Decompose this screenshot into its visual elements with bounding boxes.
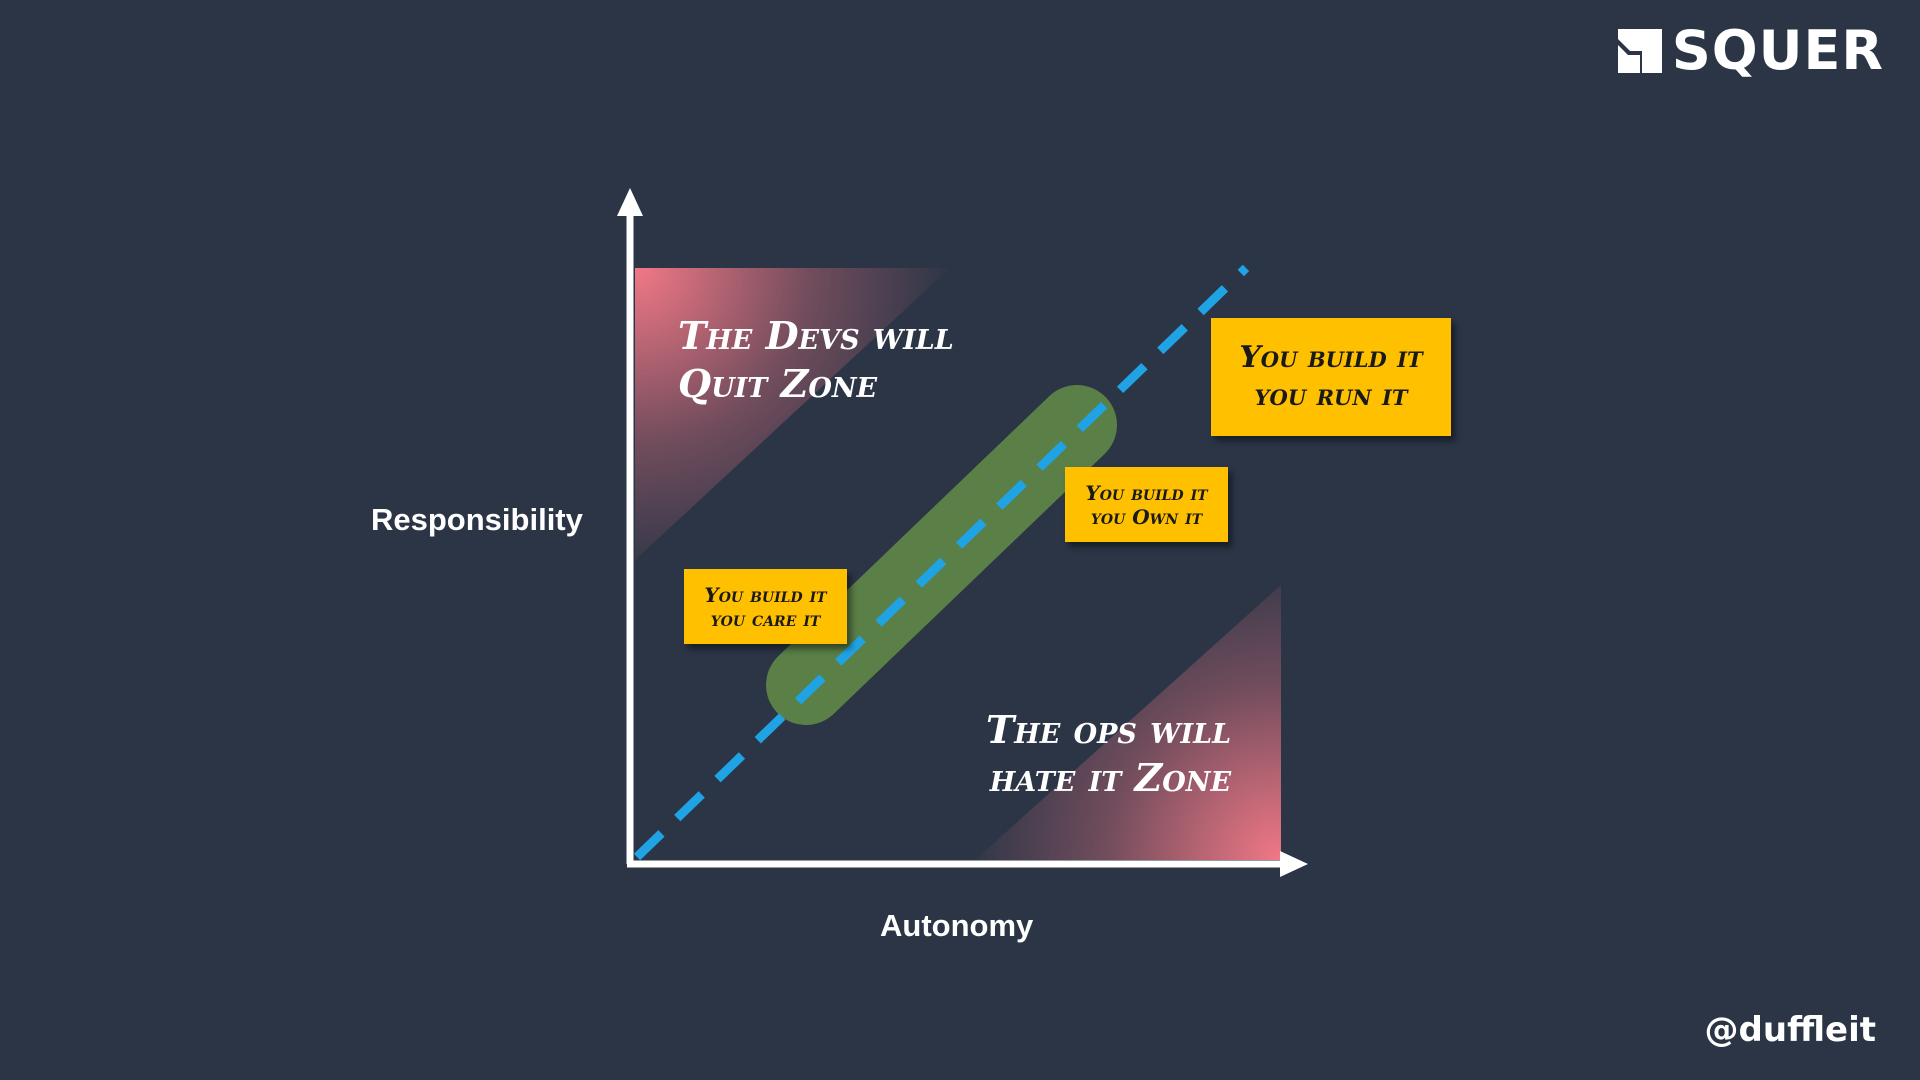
squer-logo-icon <box>1617 29 1662 73</box>
devs-quit-zone-line2: Quit Zone <box>678 361 878 406</box>
sticky-note-own-line1: You build it <box>1085 480 1208 505</box>
sticky-note-run-line2: you run it <box>1254 378 1408 413</box>
sticky-note-care-it: You build it you care it <box>684 569 847 644</box>
ops-hate-zone-gradient <box>975 585 1281 860</box>
brand-name: SQUER <box>1671 19 1884 82</box>
ops-hate-zone-line2: hate it Zone <box>989 755 1232 800</box>
y-axis-label: Responsibility <box>371 502 583 537</box>
author-handle: @duffleit <box>1704 1010 1876 1050</box>
y-axis-arrow-icon <box>617 188 643 216</box>
sweet-spot-band <box>766 385 1117 725</box>
devs-quit-zone-label: The Devs will Quit Zone <box>678 312 954 408</box>
sticky-note-run-line1: You build it <box>1239 340 1423 375</box>
devs-quit-zone-line1: The Devs will <box>678 313 954 358</box>
sticky-note-own-line2: you Own it <box>1090 504 1203 529</box>
brand-logo: SQUER <box>1617 19 1884 82</box>
sticky-note-care-line2: you care it <box>710 606 821 631</box>
x-axis-label: Autonomy <box>880 908 1034 943</box>
ops-hate-zone-line1: The ops will <box>986 707 1232 752</box>
sticky-note-care-line1: You build it <box>704 582 827 607</box>
ops-hate-zone-label: The ops will hate it Zone <box>986 706 1231 802</box>
sticky-note-run-it: You build it you run it <box>1211 318 1451 436</box>
x-axis-arrow-icon <box>1280 851 1308 877</box>
diagonal-dashed-line <box>633 264 1250 861</box>
sticky-note-own-it: You build it you Own it <box>1065 467 1228 542</box>
devs-quit-zone-gradient <box>635 268 950 560</box>
